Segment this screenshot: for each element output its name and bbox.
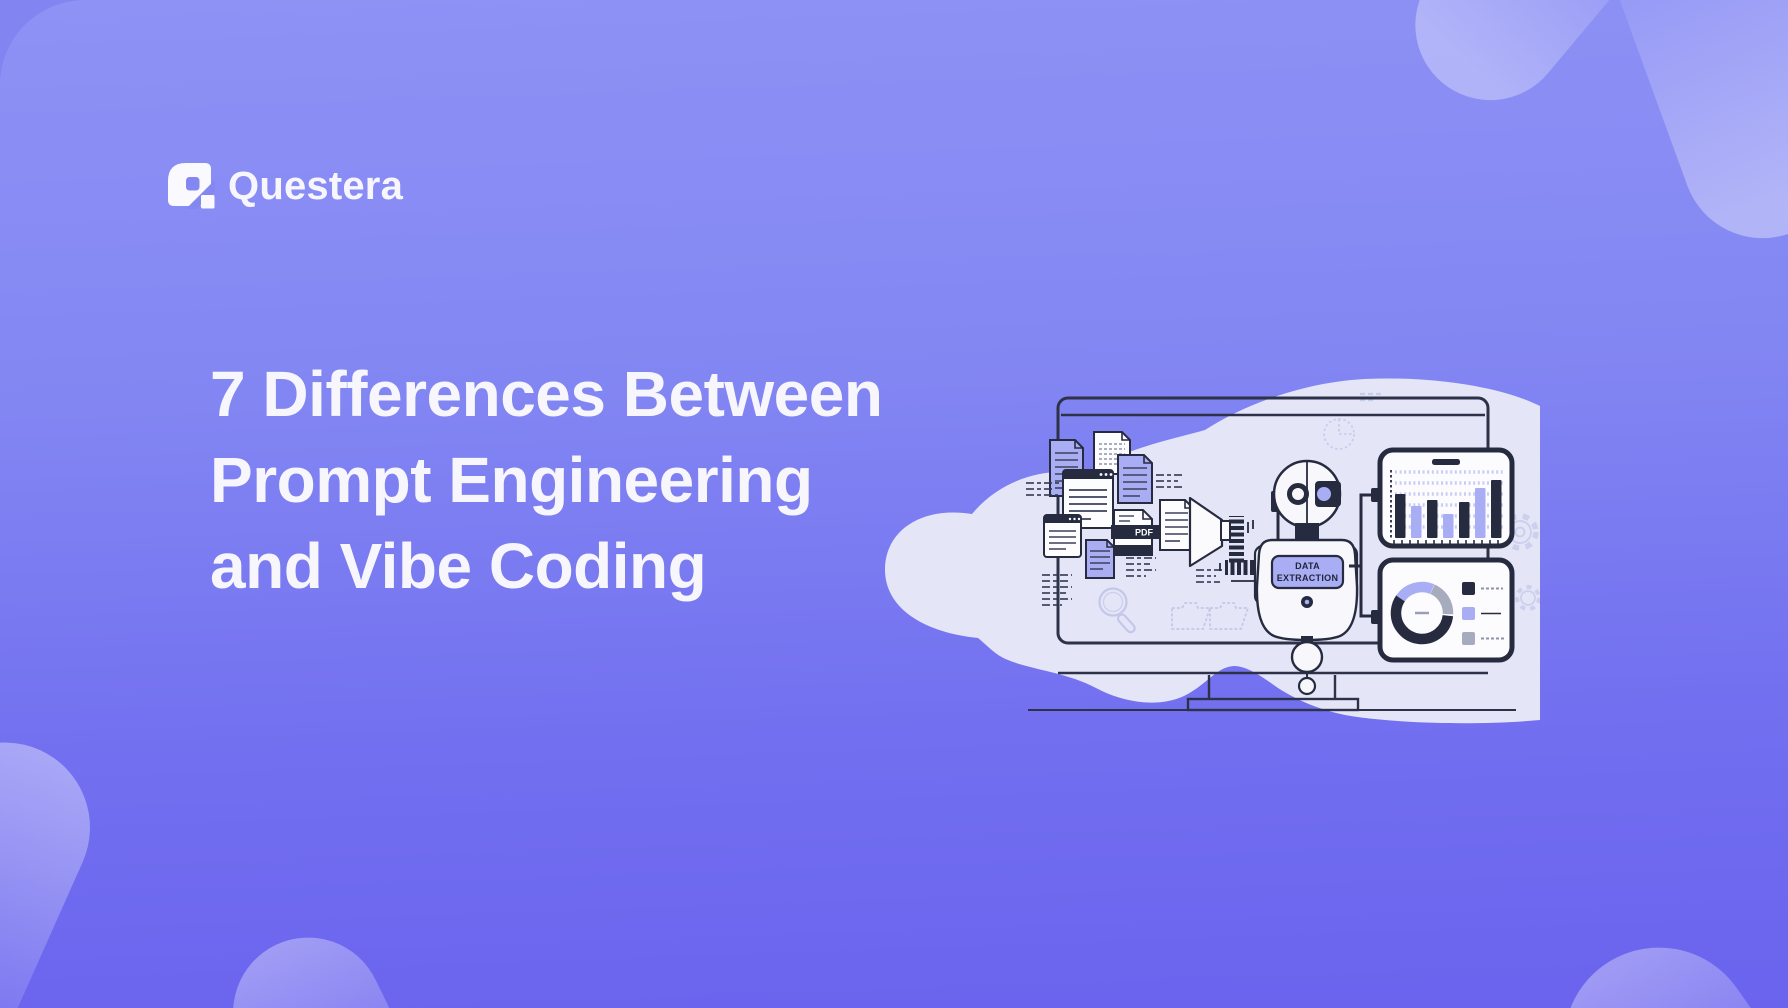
bar-chart-bars <box>1395 480 1502 538</box>
donut-chart-panel <box>1377 557 1515 663</box>
bar <box>1475 488 1486 538</box>
bar-chart-panel <box>1377 447 1515 549</box>
logo-text: Questera <box>228 163 404 208</box>
data-extraction-illustration: PDF <box>884 378 1540 724</box>
corner-capsule-bottom-right <box>1526 910 1788 1008</box>
panel-title-bar <box>1432 459 1460 465</box>
hero-title-line-1: 7 Differences Between <box>210 358 883 430</box>
hero-title-line-3: and Vibe Coding <box>210 529 707 602</box>
robot-neck <box>1295 523 1319 540</box>
robot: DATA EXTRACTION <box>1253 459 1359 696</box>
document-icon <box>1117 454 1153 504</box>
corner-capsule-bottom-left-1 <box>0 715 118 1008</box>
document-icon <box>1085 539 1115 579</box>
questera-logo: Questera <box>168 163 403 209</box>
bar <box>1443 514 1454 538</box>
document-icon <box>1159 499 1194 551</box>
badge-line-2: EXTRACTION <box>1277 573 1339 583</box>
corner-capsule-bottom-left-2 <box>207 912 475 1008</box>
pie-chart-outline-icon <box>1323 392 1382 450</box>
browser-window-icon <box>1043 514 1082 558</box>
bar <box>1395 494 1406 538</box>
pdf-file-icon: PDF <box>1111 509 1160 556</box>
corner-capsule-top-right-1 <box>1384 0 1706 131</box>
badge-line-1: DATA <box>1295 561 1320 571</box>
magnifier-icon <box>1098 587 1136 634</box>
x-axis-ticks <box>1393 540 1499 545</box>
bar <box>1427 500 1438 538</box>
bar <box>1459 502 1470 538</box>
folder-icon <box>1171 602 1249 630</box>
corner-capsule-top-right-2 <box>1571 0 1788 261</box>
dashed-text-lines <box>1026 474 1222 606</box>
segment-gray <box>1390 581 1454 645</box>
data-extraction-badge <box>1270 554 1345 590</box>
robot-eye-left <box>1287 483 1309 505</box>
bar <box>1411 506 1422 538</box>
segment-periwinkle <box>1390 581 1454 645</box>
bar <box>1491 480 1502 538</box>
pdf-label: PDF <box>1135 528 1154 538</box>
robot-arm-connectors <box>1349 493 1372 618</box>
hero-title: 7 Differences Between Prompt Engineering… <box>210 352 883 609</box>
browser-window-icon <box>1062 469 1114 529</box>
hero-title-line-2: Prompt Engineering <box>210 443 813 516</box>
questera-logo-icon <box>168 163 215 209</box>
donut-legend <box>1462 582 1504 645</box>
